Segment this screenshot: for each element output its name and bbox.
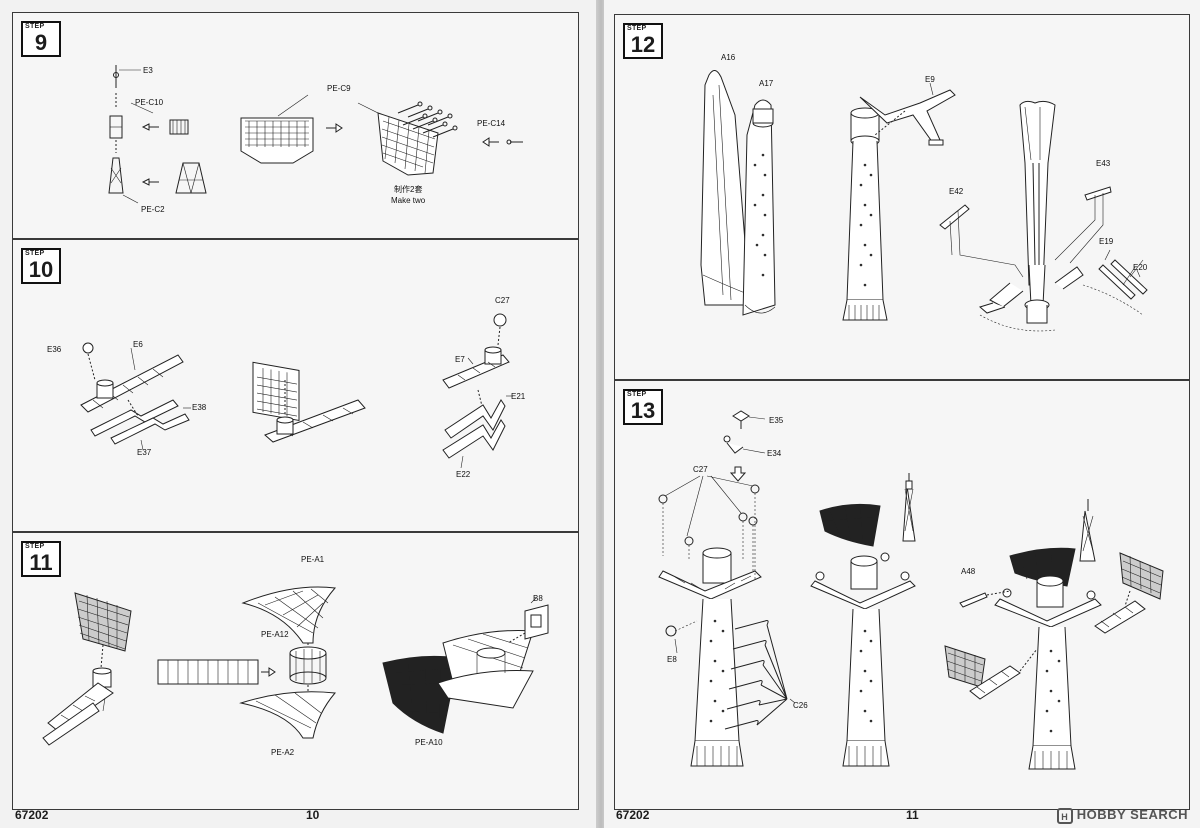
label-pe-a1: PE-A1 xyxy=(301,555,325,564)
step-number: 9 xyxy=(34,30,48,55)
left-page: STEP 9 xyxy=(0,0,596,828)
label-e22: E22 xyxy=(456,470,471,479)
footer-product-code: 67202 xyxy=(15,808,49,822)
label-a17: A17 xyxy=(759,79,774,88)
label-make-two-cn: 制作2套 xyxy=(394,185,423,194)
footer-product-code: 67202 xyxy=(616,808,650,822)
label-pe-a2: PE-A2 xyxy=(271,748,295,757)
label-e3: E3 xyxy=(143,66,153,75)
label-e35: E35 xyxy=(769,416,784,425)
label-b8: B8 xyxy=(533,594,543,603)
label-e37: E37 xyxy=(137,448,152,457)
step-word: STEP xyxy=(627,25,647,32)
label-pe-a10: PE-A10 xyxy=(415,738,443,747)
label-e43: E43 xyxy=(1096,159,1111,168)
step-number: 10 xyxy=(28,257,54,282)
step-9-panel: STEP 9 xyxy=(12,12,579,239)
label-a48: A48 xyxy=(961,567,976,576)
step-10-badge: STEP 10 xyxy=(21,248,61,284)
label-e8: E8 xyxy=(667,655,677,664)
step-9-diagram xyxy=(108,65,523,204)
label-e7: E7 xyxy=(455,355,465,364)
step-13-diagram xyxy=(658,410,1164,770)
label-pe-a12: PE-A12 xyxy=(261,630,289,639)
step-12-badge: STEP 12 xyxy=(623,23,663,59)
label-pe-c10: PE-C10 xyxy=(135,98,164,107)
hobby-search-logo-icon: H xyxy=(1056,808,1073,824)
label-e6: E6 xyxy=(133,340,143,349)
label-e42: E42 xyxy=(949,187,964,196)
footer-page-number: 10 xyxy=(306,808,320,822)
step-12-panel: STEP 12 xyxy=(614,14,1190,380)
label-c26: C26 xyxy=(793,701,808,710)
right-page: STEP 12 xyxy=(604,0,1200,828)
label-e19: E19 xyxy=(1099,237,1114,246)
step-number: 11 xyxy=(29,550,53,575)
step-10-panel: STEP 10 xyxy=(12,239,579,532)
step-11-diagram xyxy=(42,586,549,746)
label-e9: E9 xyxy=(925,75,935,84)
step-13-panel: STEP 13 xyxy=(614,380,1190,810)
step-11-panel: STEP 11 xyxy=(12,532,579,810)
step-word: STEP xyxy=(627,391,647,398)
label-pe-c14: PE-C14 xyxy=(477,119,506,128)
label-a16: A16 xyxy=(721,53,736,62)
footer-page-number: 11 xyxy=(906,808,919,822)
label-e38: E38 xyxy=(192,403,207,412)
step-number: 13 xyxy=(630,398,656,423)
step-word: STEP xyxy=(25,543,45,550)
label-make-two-en: Make two xyxy=(391,196,426,205)
step-12-diagram xyxy=(700,70,1148,332)
step-word: STEP xyxy=(25,250,45,257)
label-e36: E36 xyxy=(47,345,62,354)
step-word: STEP xyxy=(25,23,45,30)
step-number: 12 xyxy=(630,32,656,57)
label-pe-c2: PE-C2 xyxy=(141,205,165,214)
step-13-badge: STEP 13 xyxy=(623,389,663,425)
label-e20: E20 xyxy=(1133,263,1148,272)
step-9-badge: STEP 9 xyxy=(21,21,61,57)
label-pe-c9: PE-C9 xyxy=(327,84,351,93)
label-c27: C27 xyxy=(693,465,708,474)
label-e21: E21 xyxy=(511,392,526,401)
watermark-text: HOBBY SEARCH xyxy=(1076,807,1188,823)
step-11-badge: STEP 11 xyxy=(21,541,61,577)
label-c27: C27 xyxy=(495,296,510,305)
step-10-diagram xyxy=(80,313,513,469)
label-e34: E34 xyxy=(767,449,782,458)
